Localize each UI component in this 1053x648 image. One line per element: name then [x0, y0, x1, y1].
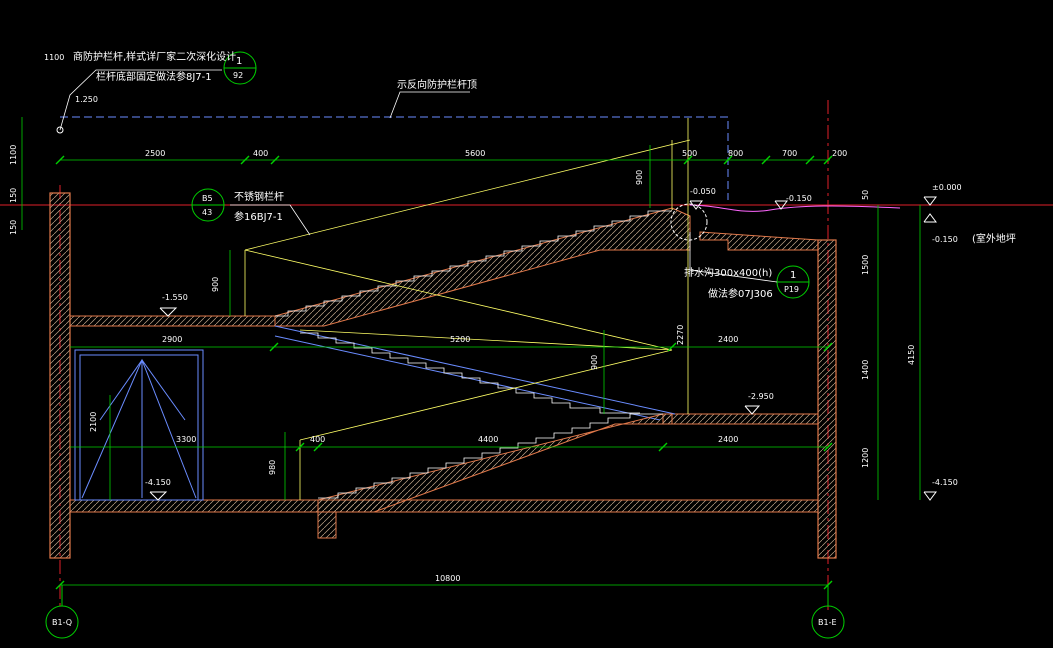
dim-guard-3: 900 [590, 355, 599, 370]
outdoor-note: (室外地坪 [972, 232, 1016, 245]
dim-guard-4: 980 [268, 460, 277, 475]
level-landing-mid: -2.950 [748, 392, 774, 401]
dim-top-7: 200 [832, 149, 847, 158]
dim-mid-2: 5200 [450, 335, 470, 344]
level-top-right: ±0.000 [932, 183, 962, 192]
door-elevation [74, 349, 204, 501]
drain-note: 排水沟300x400(h) [684, 266, 772, 279]
dim-guard-6: 2270 [676, 325, 685, 345]
dim-top-5: 800 [728, 149, 743, 158]
level-bottom-right: -4.150 [932, 478, 958, 487]
rail-height-label: 1100 [44, 53, 64, 62]
walls [49, 192, 837, 559]
dimension-lines [21, 117, 921, 586]
level-outdoor: -0.150 [932, 235, 958, 244]
dim-top-4: 500 [682, 149, 697, 158]
steel-callout-bottom: 43 [202, 208, 212, 217]
reverse-rail-note: 示反向防护栏杆顶 [397, 78, 477, 91]
drain-ref: 做法参07J306 [708, 287, 773, 300]
rail-callout-top: 1 [236, 56, 242, 67]
level-landing-left: -1.550 [162, 293, 188, 302]
callout-circles [45, 51, 845, 639]
level-bottom-left: -4.150 [145, 478, 171, 487]
dim-right-1: 50 [861, 190, 870, 200]
dim-mid-3: 2400 [718, 335, 738, 344]
dim-top-2: 400 [253, 149, 268, 158]
rail-callout-bottom: 92 [233, 71, 243, 80]
level-markers [149, 196, 937, 501]
level-top-step: -0.150 [786, 194, 812, 203]
reverse-rail-line [60, 116, 729, 200]
rail-level: 1.250 [75, 95, 98, 104]
guide-lines [244, 118, 691, 500]
dim-mid-1: 2900 [162, 335, 182, 344]
ground-line [689, 204, 901, 212]
dim-top-6: 700 [782, 149, 797, 158]
dim-guard-1: 900 [211, 277, 220, 292]
dim-top-3: 5600 [465, 149, 485, 158]
dim-top-1: 2500 [145, 149, 165, 158]
drain-detail-circle [670, 203, 708, 241]
dimension-ticks [55, 155, 833, 590]
dim-right-4: 1200 [861, 448, 870, 468]
upper-stair-flight [274, 207, 691, 327]
dim-low-1: 3300 [176, 435, 196, 444]
drain-callout-bottom: P19 [784, 285, 799, 294]
dim-low-2: 400 [310, 435, 325, 444]
level-near-top: -0.050 [690, 187, 716, 196]
steel-callout-top: B5 [202, 194, 213, 203]
leader-lines [59, 69, 778, 283]
dim-low-3: 4400 [478, 435, 498, 444]
steel-rail-ref: 参16BJ7-1 [234, 210, 283, 223]
dim-right-2: 1500 [861, 255, 870, 275]
dim-left-1: 1100 [9, 145, 18, 165]
dim-guard-5: 2100 [89, 412, 98, 432]
drain-callout-top: 1 [790, 270, 796, 281]
dim-left-3: 150 [9, 220, 18, 235]
axis-left-label: B1-Q [52, 618, 72, 627]
dim-guard-2: 900 [635, 170, 644, 185]
lower-stair-flight [317, 413, 673, 513]
steel-rail-note: 不锈钢栏杆 [234, 190, 284, 203]
rail-note: 商防护栏杆,样式详厂家二次深化设计 [73, 50, 236, 63]
dim-right-3: 1400 [861, 360, 870, 380]
dim-total: 10800 [435, 574, 460, 583]
dim-low-4: 2400 [718, 435, 738, 444]
dim-right-total: 4150 [907, 345, 916, 365]
middle-stair-flight [274, 325, 676, 421]
dim-left-2: 150 [9, 188, 18, 203]
rail-fix-note: 栏杆底部固定做法参8J7-1 [96, 70, 212, 83]
axis-right-label: B1-E [818, 618, 837, 627]
